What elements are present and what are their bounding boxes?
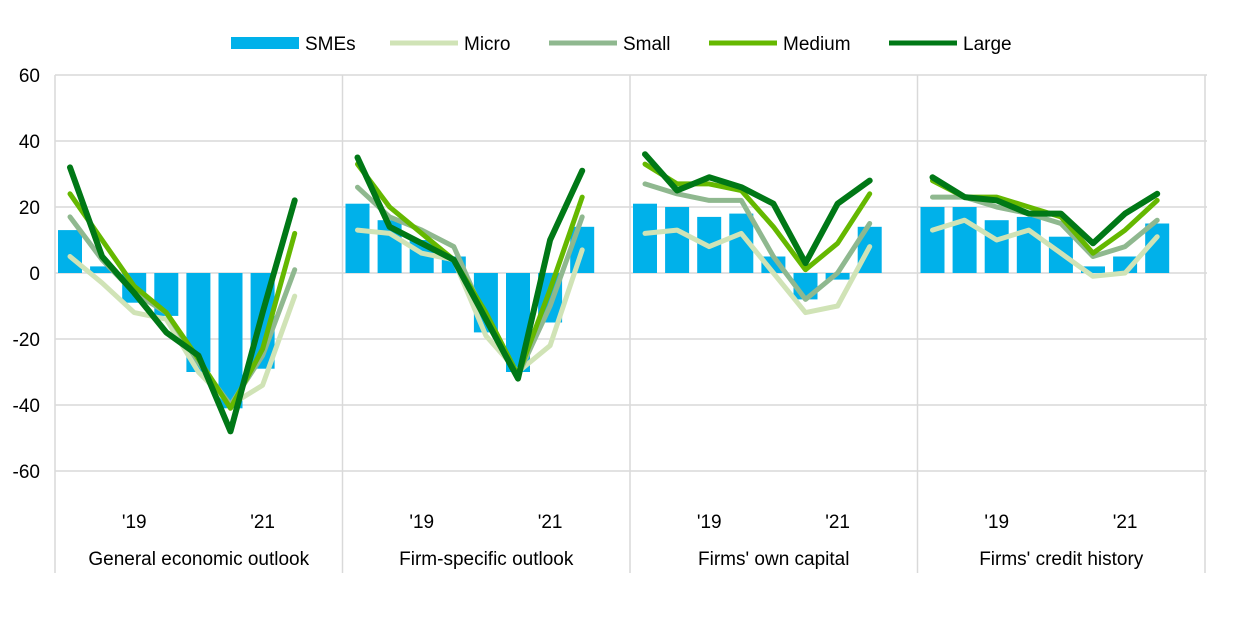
line-medium — [642, 161, 873, 273]
y-tick-label: -40 — [13, 396, 40, 417]
y-tick-label: 20 — [19, 198, 40, 219]
bar-smes — [1081, 266, 1105, 273]
x-tick-label: '19 — [409, 512, 434, 533]
line-large — [354, 154, 586, 382]
line-micro — [355, 227, 585, 375]
line-medium — [67, 191, 298, 411]
bar-smes — [1016, 216, 1041, 273]
bar-smes — [825, 273, 850, 280]
y-tick-label: -60 — [13, 462, 40, 483]
x-tick-label: '21 — [1113, 512, 1138, 533]
bar-smes — [90, 266, 115, 273]
legend-label: Small — [623, 34, 671, 55]
legend-swatch-smes — [231, 37, 299, 49]
panel-title: General economic outlook — [88, 549, 309, 570]
x-tick-label: '21 — [825, 512, 850, 533]
line-micro — [642, 227, 873, 316]
legend-label: Large — [963, 34, 1012, 55]
y-tick-label: 60 — [19, 66, 40, 87]
bar-smes — [920, 207, 945, 273]
panel-title: Firms' credit history — [979, 549, 1144, 570]
legend-label: SMEs — [305, 34, 356, 55]
bar-smes — [984, 220, 1009, 273]
line-large — [929, 174, 1161, 247]
bar-smes — [633, 203, 657, 273]
y-tick-label: -20 — [13, 330, 40, 351]
bar-smes — [665, 207, 690, 273]
line-small — [642, 181, 873, 302]
bar-smes — [218, 273, 243, 409]
x-tick-label: '19 — [697, 512, 722, 533]
line-large — [67, 164, 298, 435]
x-tick-label: '21 — [538, 512, 563, 533]
y-tick-label: 0 — [29, 264, 40, 285]
bar-smes — [952, 207, 977, 273]
legend-label: Medium — [783, 34, 851, 55]
legend-label: Micro — [464, 34, 510, 55]
line-micro — [930, 217, 1160, 279]
bar-smes — [345, 203, 370, 273]
x-tick-label: '19 — [984, 512, 1009, 533]
x-tick-label: '19 — [122, 512, 147, 533]
panel-title: Firm-specific outlook — [399, 549, 574, 570]
line-large — [642, 151, 873, 267]
x-tick-label: '21 — [250, 512, 275, 533]
panel-title: Firms' own capital — [698, 549, 849, 570]
y-tick-label: 40 — [19, 132, 40, 153]
